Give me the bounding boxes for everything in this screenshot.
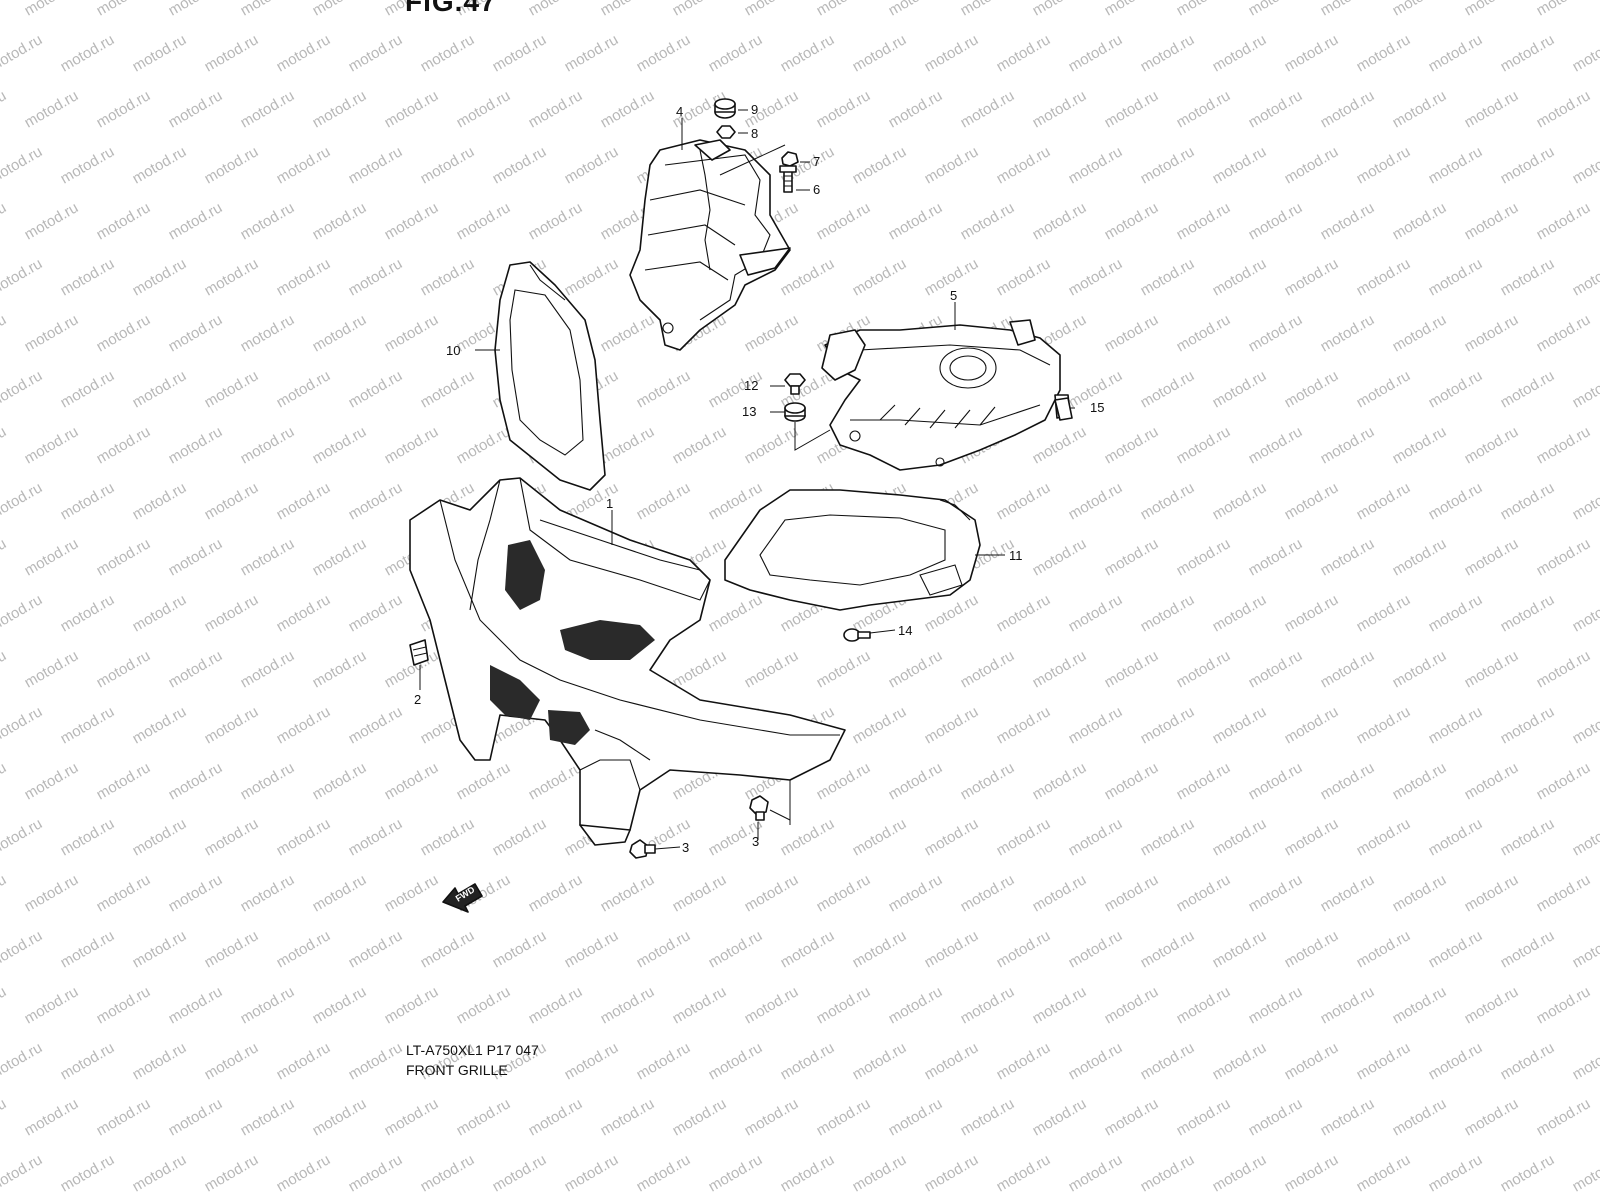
callout-2: 2 [414,692,421,707]
callout-7: 7 [813,154,820,169]
part-9-grommet[interactable] [714,98,736,119]
part-15-clip[interactable] [1054,397,1073,421]
callout-5: 5 [950,288,957,303]
model-code: LT-A750XL1 P17 047 [406,1042,539,1058]
callout-6: 6 [813,182,820,197]
part-12-bolt[interactable] [784,373,806,395]
callout-13: 13 [742,404,756,419]
leader-lines [419,109,1075,850]
part-5-lower-bracket[interactable] [821,319,1071,471]
callout-8: 8 [751,126,758,141]
figure-title: FIG.47 [405,0,497,17]
callout-4: 4 [676,104,683,119]
callout-1: 1 [606,496,613,511]
callout-10: 10 [446,343,460,358]
part-13-grommet[interactable] [784,402,806,422]
callout-3-right: 3 [752,834,759,849]
figure-caption: FRONT GRILLE [406,1062,508,1078]
part-2-clip[interactable] [409,639,429,666]
part-11-right-bezel[interactable] [724,489,981,611]
part-4-headlight-housing[interactable] [629,139,791,351]
part-3-bolt-left[interactable] [629,839,656,859]
part-3-bolt-right[interactable] [749,795,769,821]
part-10-left-bezel[interactable] [494,261,606,491]
part-1-front-grille[interactable] [409,477,846,846]
fwd-arrow-icon: FWD [442,883,483,913]
callout-3-left: 3 [682,840,689,855]
part-7-washer[interactable] [781,151,799,167]
part-6-bolt[interactable] [779,165,797,193]
callout-9: 9 [751,102,758,117]
part-14-screw[interactable] [843,628,871,642]
diagram-caption: LT-A750XL1 P17 047 FRONT GRILLE [406,1040,539,1080]
callout-11: 11 [1009,548,1023,563]
part-8-nut[interactable] [716,125,736,139]
callout-14: 14 [898,623,912,638]
callout-labels: 1 2 3 3 4 5 6 7 8 9 10 11 12 13 14 15 [414,102,1104,855]
callout-15: 15 [1090,400,1104,415]
callout-12: 12 [744,378,758,393]
